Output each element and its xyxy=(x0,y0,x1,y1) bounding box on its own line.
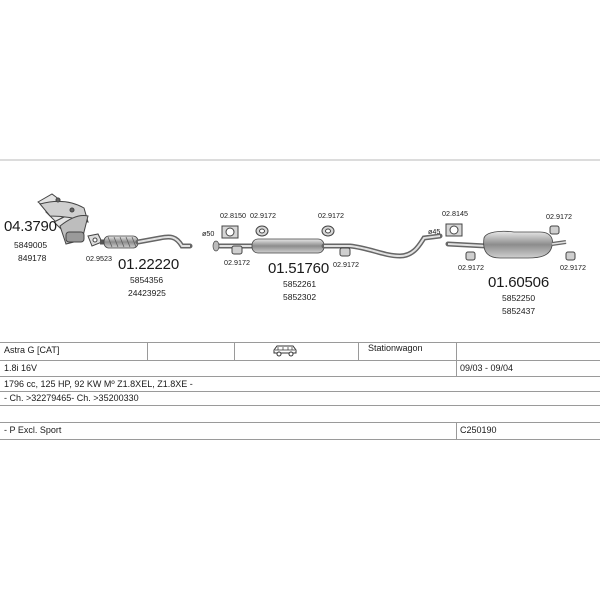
middle-section-part[interactable] xyxy=(212,233,443,259)
middle-section-number: 01.51760 xyxy=(268,260,329,277)
gasket-a-number: 02.9523 xyxy=(86,254,112,263)
clamp-a-part[interactable] xyxy=(221,225,239,239)
engine-spec-cell: 1796 cc, 125 HP, 92 KW Mº Z1.8XEL, Z1.8X… xyxy=(4,379,193,389)
manifold-ref-1: 5849005 xyxy=(14,240,48,250)
engine-cell: 1.8i 16V xyxy=(4,363,38,373)
front-pipe-ref-1: 5854356 xyxy=(130,275,164,285)
chassis-cell: - Ch. >32279465- Ch. >35200330 xyxy=(4,393,139,403)
diameter-b-label: ø45 xyxy=(428,227,441,236)
mount-b-part[interactable] xyxy=(339,247,351,257)
diameter-a-label: ø50 xyxy=(202,229,215,238)
front-pipe-ref-2: 24423925 xyxy=(128,288,166,298)
mount-a-part[interactable] xyxy=(231,245,243,255)
clamp-a-number: 02.8150 xyxy=(220,211,246,220)
gasket-c-part[interactable] xyxy=(321,225,335,237)
manifold-ref-2: 849178 xyxy=(18,253,47,263)
mount-e-number: 02.9172 xyxy=(560,263,586,272)
clamp-b-part[interactable] xyxy=(445,223,463,237)
mount-d-number: 02.9172 xyxy=(546,212,572,221)
mount-c-number: 02.9172 xyxy=(458,263,484,272)
gasket-b-number: 02.9172 xyxy=(250,211,276,220)
mount-c-part[interactable] xyxy=(465,251,476,261)
body-type-cell: Stationwagon xyxy=(368,343,423,353)
mount-e-part[interactable] xyxy=(565,251,576,261)
rear-silencer-ref-2: 5852437 xyxy=(502,306,536,316)
middle-section-ref-1: 5852261 xyxy=(283,279,317,289)
gasket-a-part[interactable] xyxy=(87,233,103,247)
mount-a-number: 02.9172 xyxy=(224,258,250,267)
manifold-part[interactable] xyxy=(37,193,89,245)
variant-cell: - P Excl. Sport xyxy=(4,425,62,435)
model-cell: Astra G [CAT] xyxy=(4,345,60,355)
years-cell: 09/03 - 09/04 xyxy=(460,363,514,373)
mount-d-part[interactable] xyxy=(549,225,560,235)
gasket-c-number: 02.9172 xyxy=(318,211,344,220)
mount-b-number: 02.9172 xyxy=(333,260,359,269)
front-pipe-part[interactable] xyxy=(100,234,193,249)
middle-section-ref-2: 5852302 xyxy=(283,292,317,302)
code-cell: C250190 xyxy=(460,425,497,435)
gasket-b-part[interactable] xyxy=(255,225,269,237)
rear-silencer-part[interactable] xyxy=(445,230,567,259)
manifold-number: 04.3790 xyxy=(4,218,57,235)
clamp-b-number: 02.8145 xyxy=(442,209,468,218)
front-pipe-number: 01.22220 xyxy=(118,256,179,273)
rear-silencer-ref-1: 5852250 xyxy=(502,293,536,303)
rear-silencer-number: 01.60506 xyxy=(488,274,549,291)
station-wagon-icon xyxy=(273,345,297,357)
